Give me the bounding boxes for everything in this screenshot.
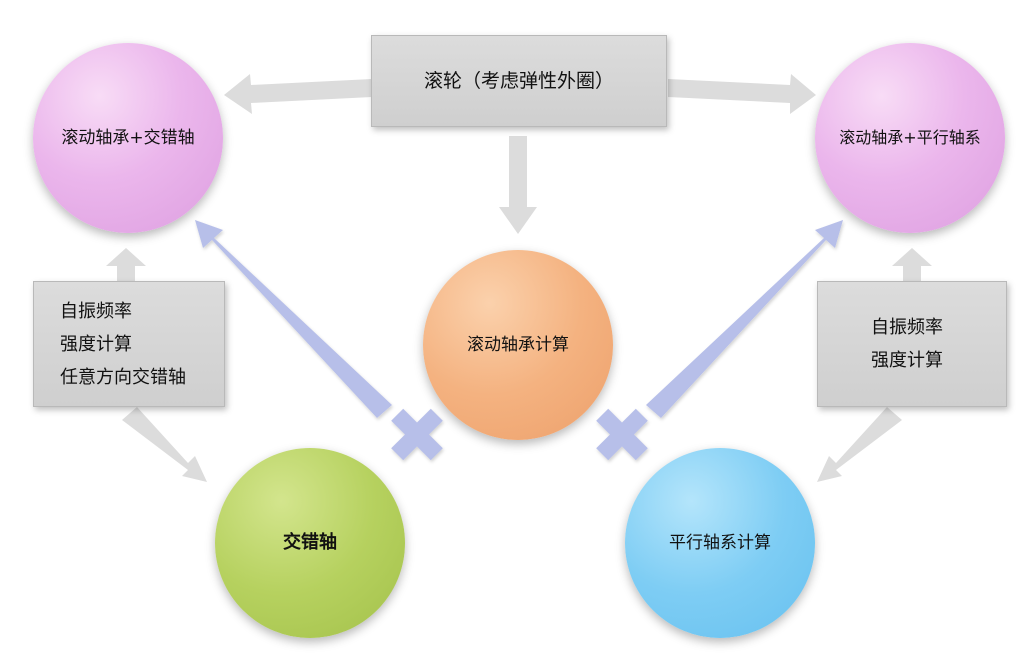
left-box-line-3: 任意方向交错轴 [60,366,186,388]
circle-bottom-right-label: 平行轴系计算 [669,532,771,553]
right-box-line-2: 强度计算 [871,350,943,371]
arrow-lavender-to-top-left [195,220,392,418]
arrow-left-box-to-bottom-left [122,407,207,482]
circle-bottom-left-label: 交错轴 [283,532,337,554]
cross-marker-left [391,408,443,461]
top-box: 滚轮（考虑弹性外圈） [371,35,667,127]
circle-center: 滚动轴承计算 [423,250,613,440]
right-box-line-1: 自振频率 [871,317,943,338]
cross-marker-right [596,408,648,461]
left-box-line-1: 自振频率 [60,300,132,322]
circle-top-left-label: 滚动轴承+交错轴 [61,127,195,148]
circle-top-right: 滚动轴承+平行轴系 [815,43,1005,233]
arrow-top-box-to-top-left [224,74,372,114]
arrow-left-box-to-top-left [106,248,146,281]
circle-bottom-left: 交错轴 [215,448,405,638]
top-box-label: 滚轮（考虑弹性外圈） [423,69,614,92]
circle-top-left: 滚动轴承+交错轴 [33,43,223,233]
circle-top-right-label: 滚动轴承+平行轴系 [839,127,981,147]
arrow-right-box-to-bottom-right [817,407,902,482]
left-box-line-2: 强度计算 [60,333,132,355]
circle-center-label: 滚动轴承计算 [467,334,569,355]
right-box: 自振频率 强度计算 [817,281,1007,407]
arrow-lavender-to-top-right [646,220,843,418]
circle-bottom-right: 平行轴系计算 [625,448,815,638]
arrow-top-box-to-top-right [668,74,816,114]
arrow-top-box-to-center [499,136,537,234]
left-box: 自振频率 强度计算 任意方向交错轴 [33,281,225,407]
arrow-right-box-to-top-right [892,248,932,281]
